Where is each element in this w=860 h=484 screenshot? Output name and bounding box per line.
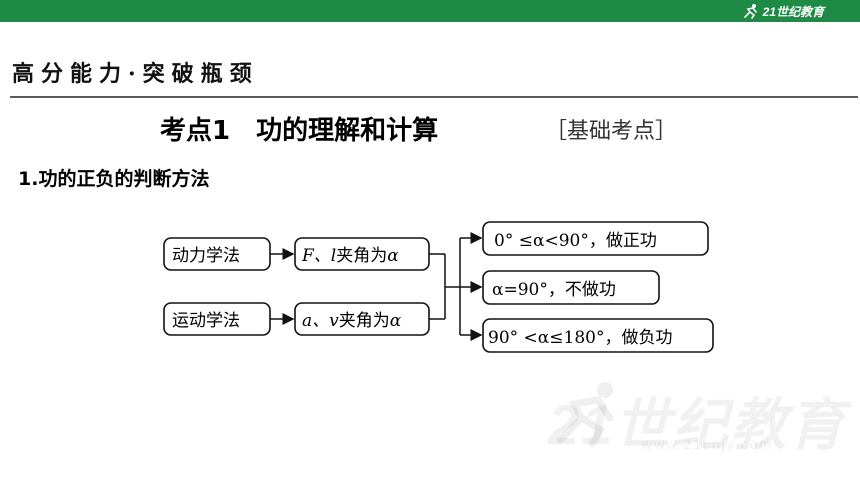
watermark-url: www.21cnjy.com <box>642 436 774 452</box>
result-box-zero <box>482 270 660 305</box>
logo-text: 21世纪教育 <box>762 4 824 19</box>
section-divider <box>10 96 858 98</box>
condition-vars-motion: a、v <box>302 311 339 331</box>
top-banner: 21世纪教育 <box>0 0 860 22</box>
condition-suffix-force: 夹角为 <box>336 246 387 266</box>
condition-angle-force: α <box>387 246 399 266</box>
watermark-text: 21世纪教育 <box>548 393 847 456</box>
result-box-negative <box>482 318 714 353</box>
section-heading: 高分能力·突破瓶颈 <box>12 61 259 87</box>
result-box-positive <box>482 221 709 256</box>
condition-label-force: F、l夹角为α <box>301 246 399 266</box>
result-text-zero: α=90°，不做功 <box>492 280 616 300</box>
result-text-positive: 0° ≤α<90°，做正功 <box>494 231 657 251</box>
condition-vars-force: F、l <box>301 246 336 266</box>
subheading: 1.功的正负的判断方法 <box>18 168 210 190</box>
condition-suffix-motion: 夹角为 <box>339 311 390 331</box>
condition-angle-motion: α <box>390 311 402 331</box>
result-text-negative: 90° <α≤180°，做负功 <box>488 328 672 348</box>
topic-tag: ［基础考点］ <box>545 119 678 144</box>
method-label-kinematics: 运动学法 <box>172 311 240 331</box>
method-label-dynamics: 动力学法 <box>172 246 240 266</box>
condition-label-motion: a、v夹角为α <box>302 311 402 331</box>
watermark-runner-icon <box>556 382 614 448</box>
brand-logo: 21世纪教育 <box>742 3 824 19</box>
topic-title: 考点1 功的理解和计算 <box>160 116 439 146</box>
runner-logo-icon <box>743 4 757 19</box>
